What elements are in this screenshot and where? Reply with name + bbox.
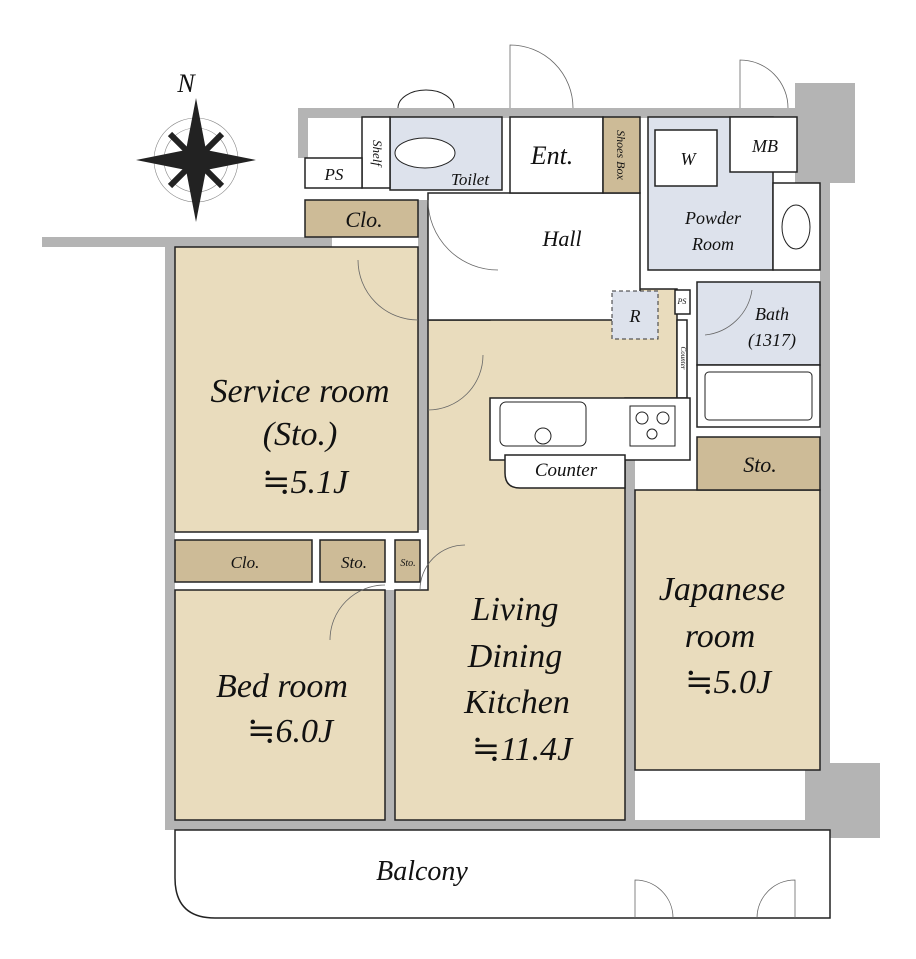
storage-mid-label: Sto.: [341, 553, 367, 572]
bed-room: [174, 589, 386, 821]
storage-right-label: Sto.: [743, 452, 777, 477]
ldk-label-living: Living: [471, 591, 559, 628]
north-label: N: [176, 69, 196, 98]
storage-small: [394, 539, 421, 583]
ps-kitchen: [674, 289, 691, 315]
ldk-label-dining: Dining: [467, 638, 562, 675]
storage-right: [696, 436, 821, 491]
counter-label: Counter: [535, 460, 598, 481]
closet-top: [304, 199, 419, 238]
japanese-room-label: Japanese: [659, 571, 786, 608]
ps-top-label: PS: [324, 165, 344, 184]
closet-mid-label: Clo.: [231, 553, 260, 572]
service-room-label: Service room: [210, 373, 389, 410]
powder-room-label-2: Room: [691, 234, 734, 254]
washer: [654, 129, 718, 187]
bath: [696, 281, 821, 366]
hall-label: Hall: [541, 226, 581, 251]
shelf: [361, 116, 391, 189]
bed-room-size: ≒6.0J: [247, 713, 335, 750]
entrance: [509, 116, 604, 194]
hall: [427, 192, 641, 321]
ldk-size: ≒11.4J: [472, 731, 574, 768]
shoes-box: [602, 116, 641, 194]
mb-label: MB: [751, 136, 778, 156]
washer-label: W: [681, 149, 698, 169]
counter: [504, 454, 626, 489]
service-room-sub: (Sto.): [263, 416, 338, 453]
storage-small-label: Sto.: [400, 558, 415, 569]
closet-mid: [174, 539, 313, 583]
japanese-room: [634, 489, 821, 771]
bath-size-label: (1317): [748, 330, 796, 351]
powder-room-label: Powder: [684, 208, 742, 228]
ps-kitchen-label: PS: [677, 297, 687, 306]
storage-mid: [319, 539, 386, 583]
counter-small-label: Counter: [679, 347, 687, 370]
service-room-size: ≒5.1J: [262, 464, 350, 501]
toilet-label: Toilet: [451, 170, 490, 189]
japanese-room-label-2: room: [685, 618, 756, 655]
balcony-label: Balcony: [376, 856, 468, 887]
compass-icon: N: [136, 69, 256, 222]
ldk-label-kitchen: Kitchen: [463, 684, 570, 721]
meter-box: [729, 116, 798, 173]
shelf-label: Shelf: [370, 140, 385, 168]
bed-room-label: Bed room: [216, 668, 348, 705]
japanese-room-size: ≒5.0J: [685, 664, 773, 701]
door-swings: [329, 44, 796, 919]
closet-top-label: Clo.: [345, 207, 382, 232]
balcony: [174, 829, 831, 919]
bath-label: Bath: [755, 304, 789, 324]
refrigerator: [611, 290, 659, 340]
entrance-label: Ent.: [530, 141, 574, 170]
ps-top: [304, 157, 363, 189]
refrigerator-label: R: [629, 306, 641, 326]
shoes-box-label: Shoes Box: [614, 130, 628, 180]
service-room: [174, 246, 419, 533]
